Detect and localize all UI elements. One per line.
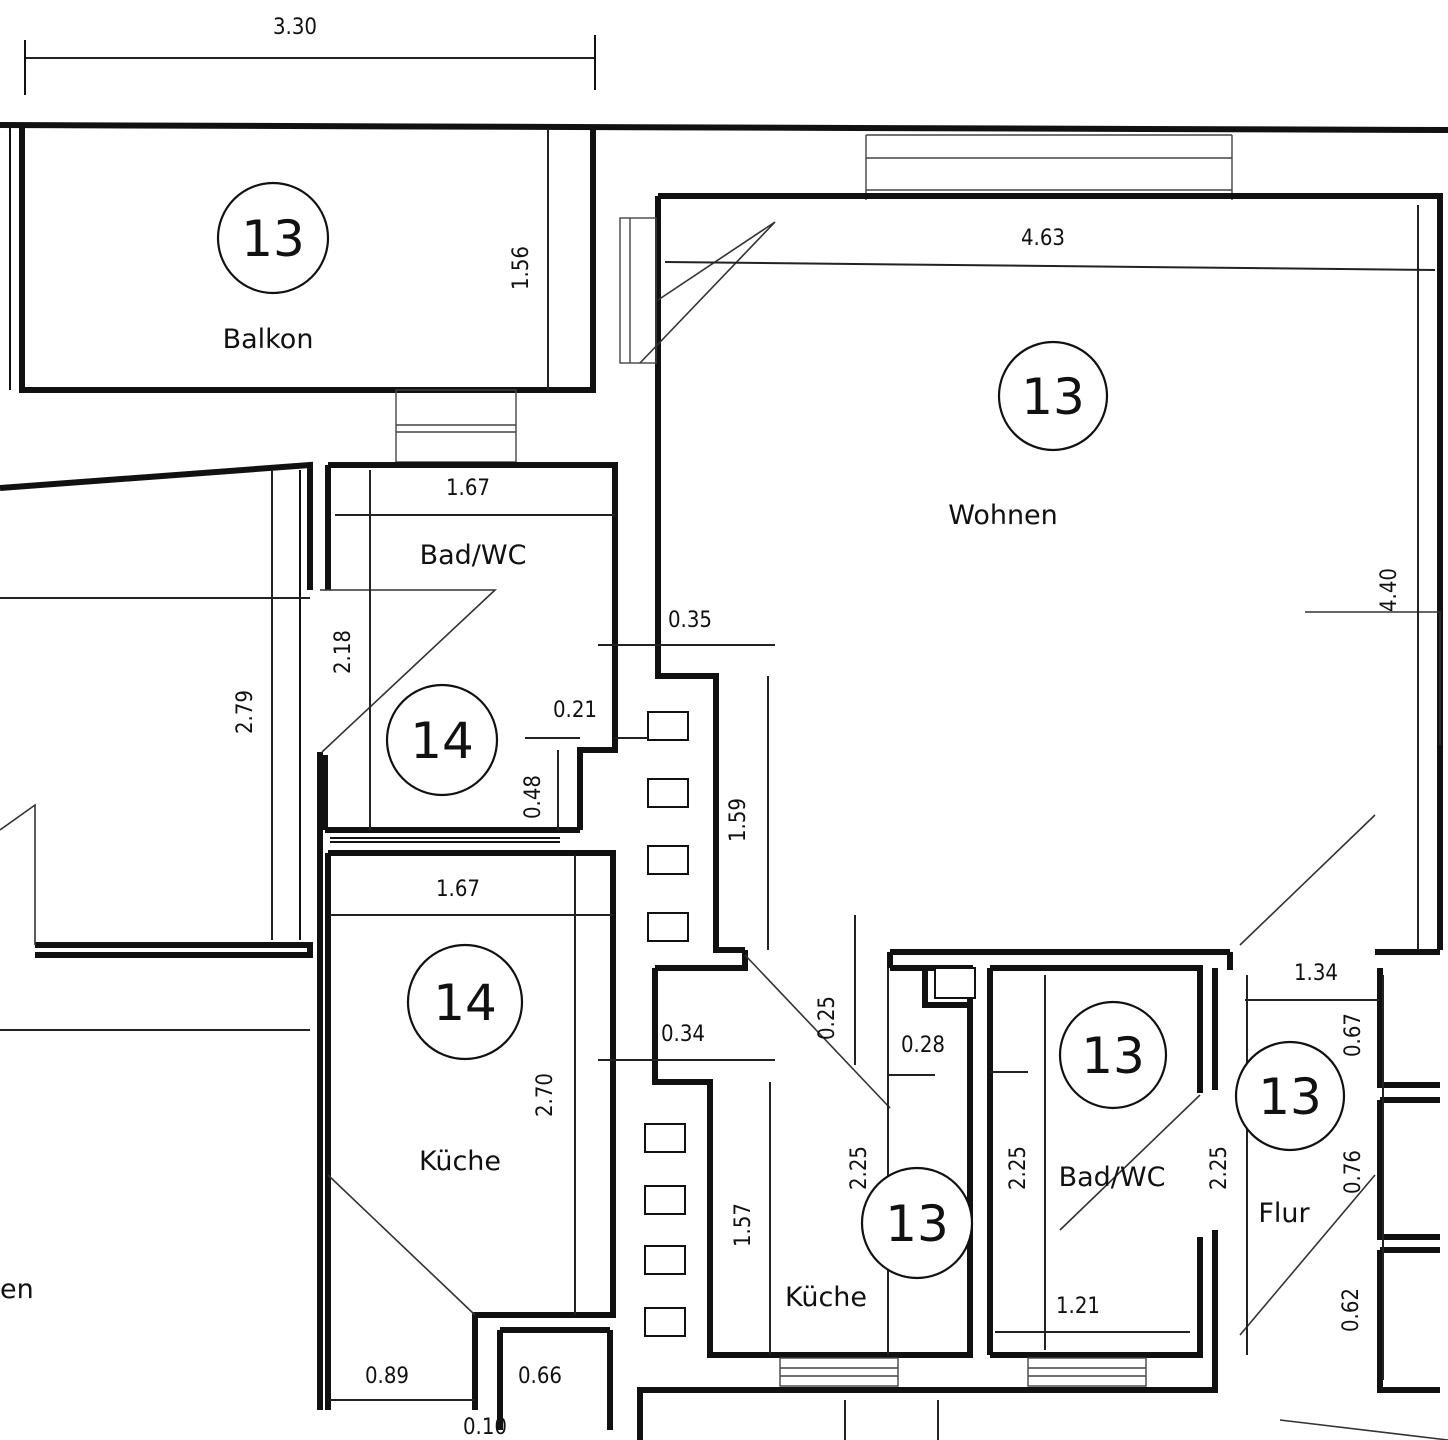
dim-label: 2.25 <box>1006 1146 1031 1190</box>
room-number: 14 <box>433 974 497 1032</box>
dim-label: 4.40 <box>1377 568 1402 612</box>
room-wohnen: 13 Wohnen <box>948 340 1109 531</box>
dim-label: 2.25 <box>847 1146 872 1190</box>
dim-label: 0.28 <box>901 1033 945 1058</box>
dim-label: 2.18 <box>331 630 356 674</box>
dim-label: 2.70 <box>533 1073 558 1117</box>
room-number-circle <box>860 1166 974 1280</box>
dim-label: 0.67 <box>1341 1013 1366 1057</box>
room-number-circle <box>406 943 524 1061</box>
dimension-labels: 3.30 1.56 4.63 4.40 1.67 2.18 2.79 0.35 … <box>233 15 1402 1440</box>
dim-label: 4.63 <box>1021 226 1065 251</box>
room-label: Küche <box>785 1282 867 1313</box>
room-flur: 13 Flur <box>1234 1040 1346 1229</box>
room-label: Bad/WC <box>420 540 527 571</box>
room-balkon: 13 Balkon <box>216 181 330 355</box>
dim-label: 2.25 <box>1207 1146 1232 1190</box>
dim-label: 0.76 <box>1341 1150 1366 1194</box>
dim-label: 0.10 <box>463 1415 507 1440</box>
room-number-circle <box>1058 1000 1168 1110</box>
dim-label: 1.21 <box>1056 1294 1100 1319</box>
room-label: Küche <box>419 1146 501 1177</box>
room-kueche-left: 14 Küche <box>406 943 524 1177</box>
dim-label: 1.59 <box>726 798 751 842</box>
dim-label: 0.62 <box>1339 1288 1364 1332</box>
dim-label: 0.66 <box>518 1364 562 1389</box>
dim-label: 0.34 <box>661 1022 705 1047</box>
dim-label: 1.67 <box>436 877 480 902</box>
dim-label: 0.25 <box>815 996 840 1040</box>
room-kueche-right: 13 Küche <box>785 1166 974 1313</box>
dim-label: 1.34 <box>1294 961 1338 986</box>
dim-label: 1.67 <box>446 476 490 501</box>
room-label: Wohnen <box>948 500 1058 531</box>
door-swings <box>0 221 1448 1440</box>
dim-label: 0.89 <box>365 1364 409 1389</box>
dim-label: 1.57 <box>731 1203 756 1247</box>
room-label: Flur <box>1258 1198 1310 1229</box>
room-label: Bad/WC <box>1059 1162 1166 1193</box>
room-number: 13 <box>241 210 305 268</box>
walls <box>0 122 1448 1440</box>
room-bad-left: 14 Bad/WC <box>385 540 527 797</box>
room-number: 13 <box>1021 368 1085 426</box>
dim-label: 0.35 <box>668 608 712 633</box>
room-number-circle <box>385 683 499 797</box>
dim-label: 1.56 <box>509 246 534 290</box>
room-label: Balkon <box>223 324 314 355</box>
dim-label: 3.30 <box>273 15 317 40</box>
dim-label: 2.79 <box>233 690 258 734</box>
room-bad-right: 13 Bad/WC <box>1058 1000 1168 1193</box>
room-number-circle <box>1234 1040 1346 1152</box>
room-number: 13 <box>1258 1068 1322 1126</box>
dim-label: 0.48 <box>521 775 546 819</box>
room-number-circle <box>216 181 330 295</box>
room-number: 14 <box>410 712 474 770</box>
dimension-lines <box>0 35 1436 1440</box>
dim-label: 0.21 <box>553 698 597 723</box>
room-label-partial: en <box>0 1274 34 1305</box>
room-number-circle <box>997 340 1109 452</box>
room-number: 13 <box>885 1195 949 1253</box>
room-number: 13 <box>1081 1027 1145 1085</box>
